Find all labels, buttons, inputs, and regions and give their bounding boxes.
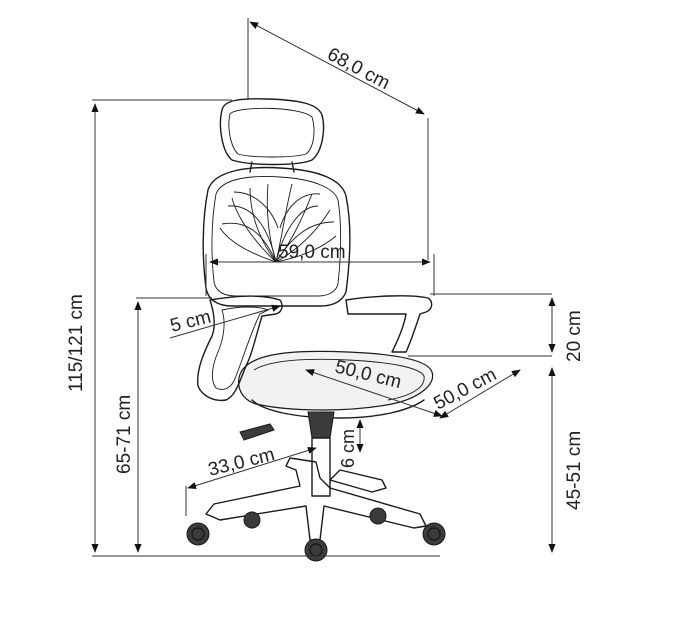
label-seat-height: 45-51 cm [564, 431, 585, 510]
dimension-lines [91, 18, 556, 557]
label-armrest-floor-height: 65-71 cm [114, 395, 135, 474]
backrest [202, 166, 351, 307]
headrest [219, 98, 325, 173]
label-base-radius: 33,0 cm [206, 444, 277, 481]
label-total-height: 115/121 cm [66, 294, 87, 392]
gas-lift [239, 411, 335, 497]
casters [186, 507, 446, 562]
chair-illustration [186, 98, 446, 562]
label-depth-top: 68,0 cm [324, 44, 394, 94]
label-seat-depth: 50,0 cm [430, 364, 500, 414]
label-lift-travel: 6 cm [338, 429, 358, 468]
label-armrest-height: 20 cm [564, 310, 585, 362]
label-width-back: 59,0 cm [278, 242, 346, 263]
dimension-labels: 68,0 cm 59,0 cm 5 cm 20 cm 50,0 cm 50,0 … [66, 44, 585, 510]
label-armrest-offset: 5 cm [168, 307, 213, 337]
seat [238, 350, 434, 419]
armrest-right [345, 295, 433, 353]
